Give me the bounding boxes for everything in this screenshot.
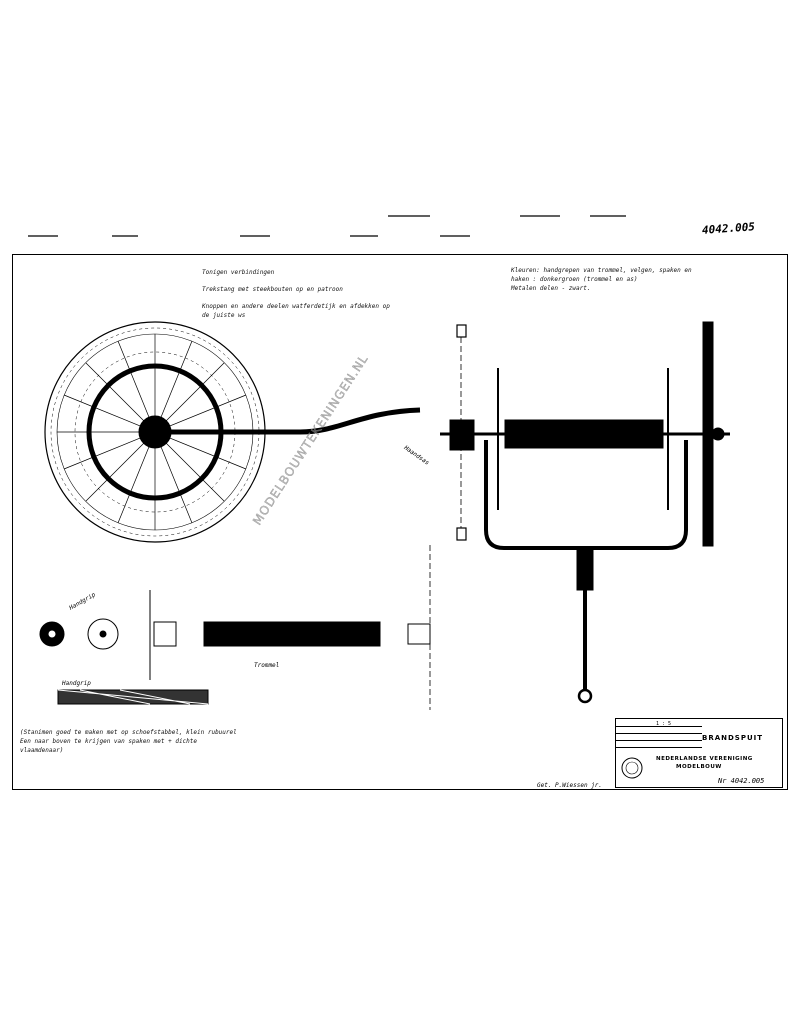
note-line: de juiste ws [202,312,246,319]
association-subtitle: MODELBOUW [676,764,722,770]
association-name: NEDERLANDSE VERENIGING [656,756,753,762]
brand-title: BRANDSPUIT [702,734,764,742]
note-line: Kleuren: handgrepen van trommel, velgen,… [511,267,692,274]
label-drum: Trommel [254,662,280,669]
association-seal-icon [621,757,643,779]
scale-value: 1 : 5 [656,721,672,727]
drawing-frame [12,254,788,790]
tb-row [616,726,702,734]
note-line: Metalen delen - zwart. [511,285,591,292]
label-small-part: Handgrip [62,680,91,687]
reel-side-view [440,321,730,704]
hose-line [170,407,421,435]
top-margin-marks [28,215,626,237]
note-line: Tonigen verbindingen [202,269,275,276]
note-line: Knoppen en andere deelen watferdetijk en… [202,303,390,310]
notes-bottom: (Stanimen goed te maken met op schoefsta… [20,728,290,755]
notes-left: Tonigen verbindingen Trekstang met steek… [202,268,442,320]
note-line: vlaamdenaar) [20,747,64,754]
notes-right: Kleuren: handgrepen van trommel, velgen,… [511,266,761,293]
note-line: haken : donkergroen (trommel en as) [511,276,638,283]
note-line: Trekstang met steekbouten op en patroon [202,286,343,293]
note-line: Een naar boven te krijgen van spaken met… [20,738,198,745]
signature: Get. P.Wiessen jr. [537,782,603,789]
detail-parts [39,545,431,710]
drawing-number: Nr 4042.005 [718,777,765,785]
tb-row: 1 : 5 [616,719,702,727]
title-block: 1 : 5 BRANDSPUIT NEDERLANDSE VERENIGING … [615,718,783,788]
tb-row [616,733,702,741]
note-line: (Stanimen goed te maken met op schoefsta… [20,729,237,736]
tb-row [616,740,702,748]
